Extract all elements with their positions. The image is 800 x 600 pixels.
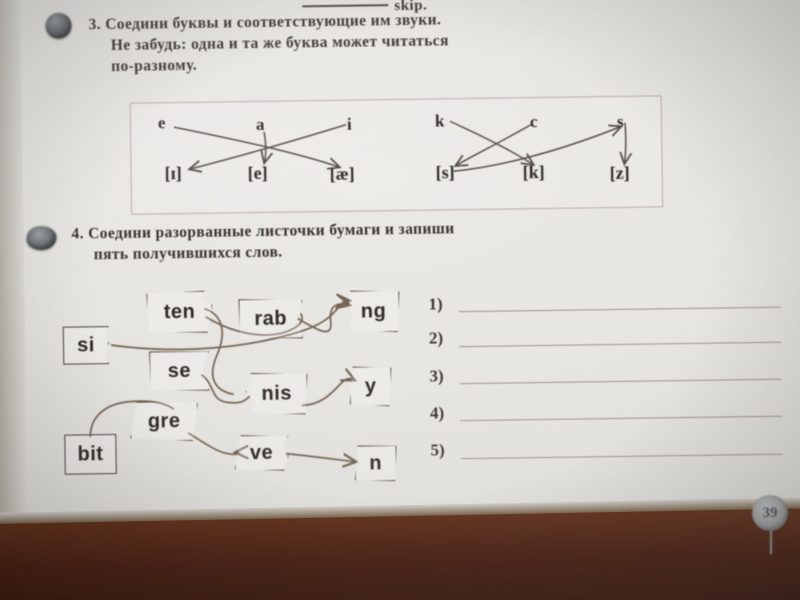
connector-si xyxy=(110,301,349,351)
fragment-se[interactable]: se xyxy=(149,351,210,392)
fragment-n[interactable]: n xyxy=(354,445,396,482)
connector-gre xyxy=(187,432,239,455)
arrow-s-long-cross xyxy=(453,127,621,172)
arrow-k-to-k xyxy=(449,120,533,165)
fragment-y[interactable]: y xyxy=(349,366,392,407)
arrow-i-to-short-i xyxy=(190,124,347,169)
fragment-nis[interactable]: nis xyxy=(245,372,308,415)
page-number-badge: 39 xyxy=(752,495,788,531)
connector-cross-strand xyxy=(205,312,303,336)
page-content: skip. 3. Соедини буквы и соответствующие… xyxy=(26,0,800,546)
fragment-bit[interactable]: bit xyxy=(64,434,117,475)
fragment-gre[interactable]: gre xyxy=(130,401,199,442)
arrow-s-to-z xyxy=(624,122,626,163)
connector-rab xyxy=(297,304,348,333)
fragment-rab[interactable]: rab xyxy=(238,298,303,339)
connector-ten xyxy=(204,307,234,396)
connector-bit xyxy=(89,400,175,438)
connector-ve xyxy=(285,452,355,463)
connector-se xyxy=(200,374,251,404)
page-number-stem xyxy=(770,528,772,554)
answer-number-5: 5) xyxy=(430,440,445,460)
answer-number-3: 3) xyxy=(429,366,444,386)
fragment-si[interactable]: si xyxy=(63,326,110,365)
exercise-3-arrow-layer xyxy=(173,120,800,546)
answer-number-1: 1) xyxy=(428,294,443,314)
fragment-ve[interactable]: ve xyxy=(234,435,288,472)
arrow-c-to-s xyxy=(456,123,533,165)
exercise-4-connector-layer xyxy=(89,0,800,546)
connector-nis xyxy=(301,379,354,407)
answer-number-2: 2) xyxy=(428,328,444,348)
fragment-ng[interactable]: ng xyxy=(347,290,400,333)
answer-number-4: 4) xyxy=(429,403,445,423)
